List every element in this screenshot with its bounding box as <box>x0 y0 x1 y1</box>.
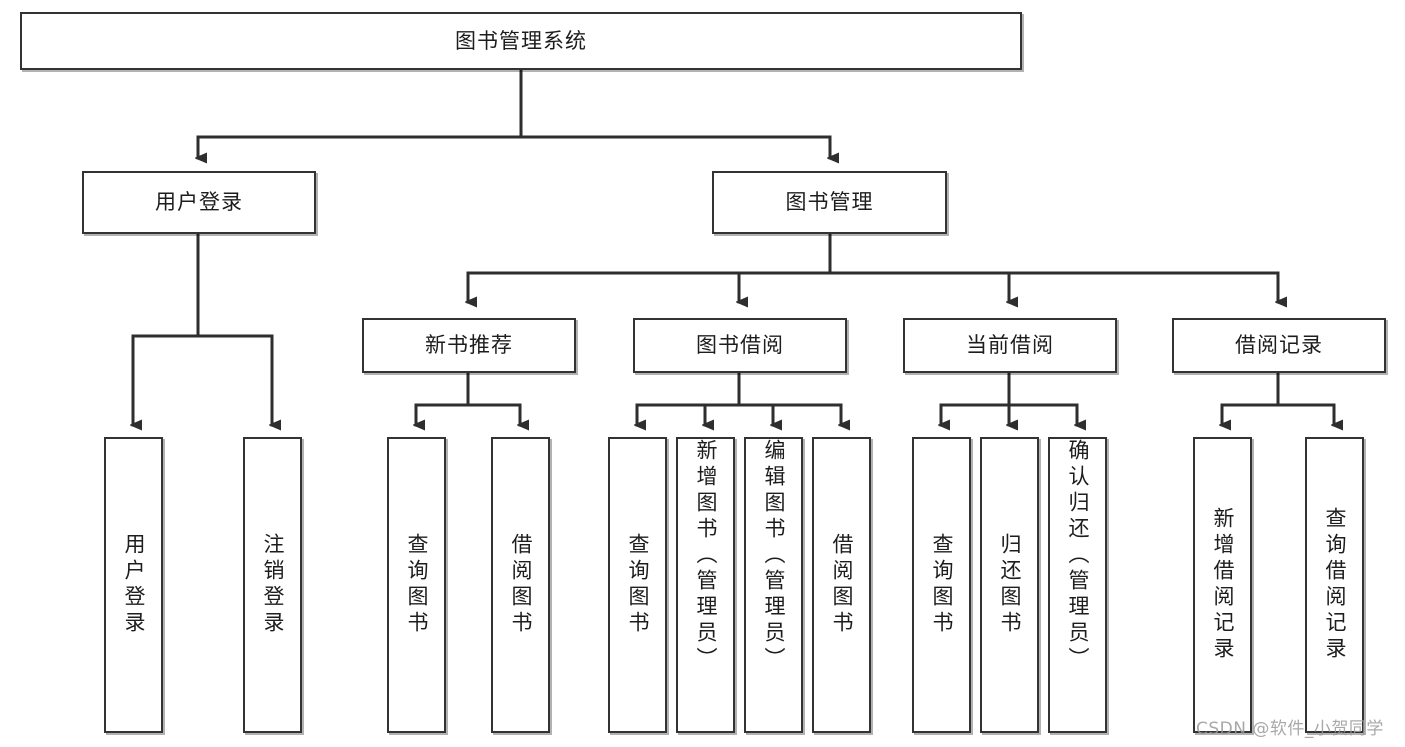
node-leaf-confirm-return-admin[interactable]: 确认归还（管理员） <box>1048 437 1107 733</box>
node-leaf-add-borrow-record[interactable]: 新增借阅记录 <box>1193 437 1252 733</box>
node-label: 当前借阅 <box>966 333 1054 358</box>
node-label: 借阅图书 <box>509 533 533 637</box>
node-label: 图书管理 <box>785 190 874 215</box>
node-book-management[interactable]: 图书管理 <box>712 171 947 234</box>
node-leaf-query-borrow-record[interactable]: 查询借阅记录 <box>1305 437 1364 733</box>
node-label: 借阅图书 <box>830 533 854 637</box>
node-leaf-add-book-admin[interactable]: 新增图书（管理员） <box>676 437 735 733</box>
node-leaf-query-book-recommend[interactable]: 查询图书 <box>387 437 446 733</box>
node-leaf-logout[interactable]: 注销登录 <box>243 437 302 733</box>
node-current-borrow[interactable]: 当前借阅 <box>903 318 1117 373</box>
node-label: 查询借阅记录 <box>1323 507 1347 663</box>
node-label: 图书借阅 <box>696 333 784 358</box>
node-leaf-borrow-book[interactable]: 借阅图书 <box>812 437 871 733</box>
node-label: 查询图书 <box>930 533 954 637</box>
node-borrow-record[interactable]: 借阅记录 <box>1172 318 1386 373</box>
node-leaf-return-book[interactable]: 归还图书 <box>980 437 1039 733</box>
node-label: 新增图书（管理员） <box>694 439 718 673</box>
node-label: 用户登录 <box>122 533 146 637</box>
node-leaf-query-book-current[interactable]: 查询图书 <box>912 437 971 733</box>
node-label: 新增借阅记录 <box>1211 507 1235 663</box>
node-label: 查询图书 <box>405 533 429 637</box>
node-label: 新书推荐 <box>425 333 513 358</box>
watermark-text: CSDN @软件_小贺同学 <box>1196 719 1384 739</box>
node-leaf-edit-book-admin[interactable]: 编辑图书（管理员） <box>744 437 803 733</box>
node-user-login[interactable]: 用户登录 <box>82 171 316 234</box>
node-label: 编辑图书（管理员） <box>762 439 786 673</box>
node-label: 图书管理系统 <box>455 28 587 53</box>
node-book-borrow[interactable]: 图书借阅 <box>633 318 847 373</box>
node-root-system[interactable]: 图书管理系统 <box>20 12 1022 70</box>
node-leaf-borrow-book-recommend[interactable]: 借阅图书 <box>491 437 550 733</box>
node-label: 查询图书 <box>626 533 650 637</box>
node-label: 确认归还（管理员） <box>1066 439 1090 673</box>
node-leaf-user-login[interactable]: 用户登录 <box>104 437 163 733</box>
node-label: 借阅记录 <box>1235 333 1323 358</box>
node-new-book-recommend[interactable]: 新书推荐 <box>362 318 576 373</box>
node-label: 用户登录 <box>155 190 243 215</box>
node-leaf-query-book-borrow[interactable]: 查询图书 <box>608 437 667 733</box>
node-label: 注销登录 <box>261 533 285 637</box>
node-label: 归还图书 <box>998 533 1022 637</box>
